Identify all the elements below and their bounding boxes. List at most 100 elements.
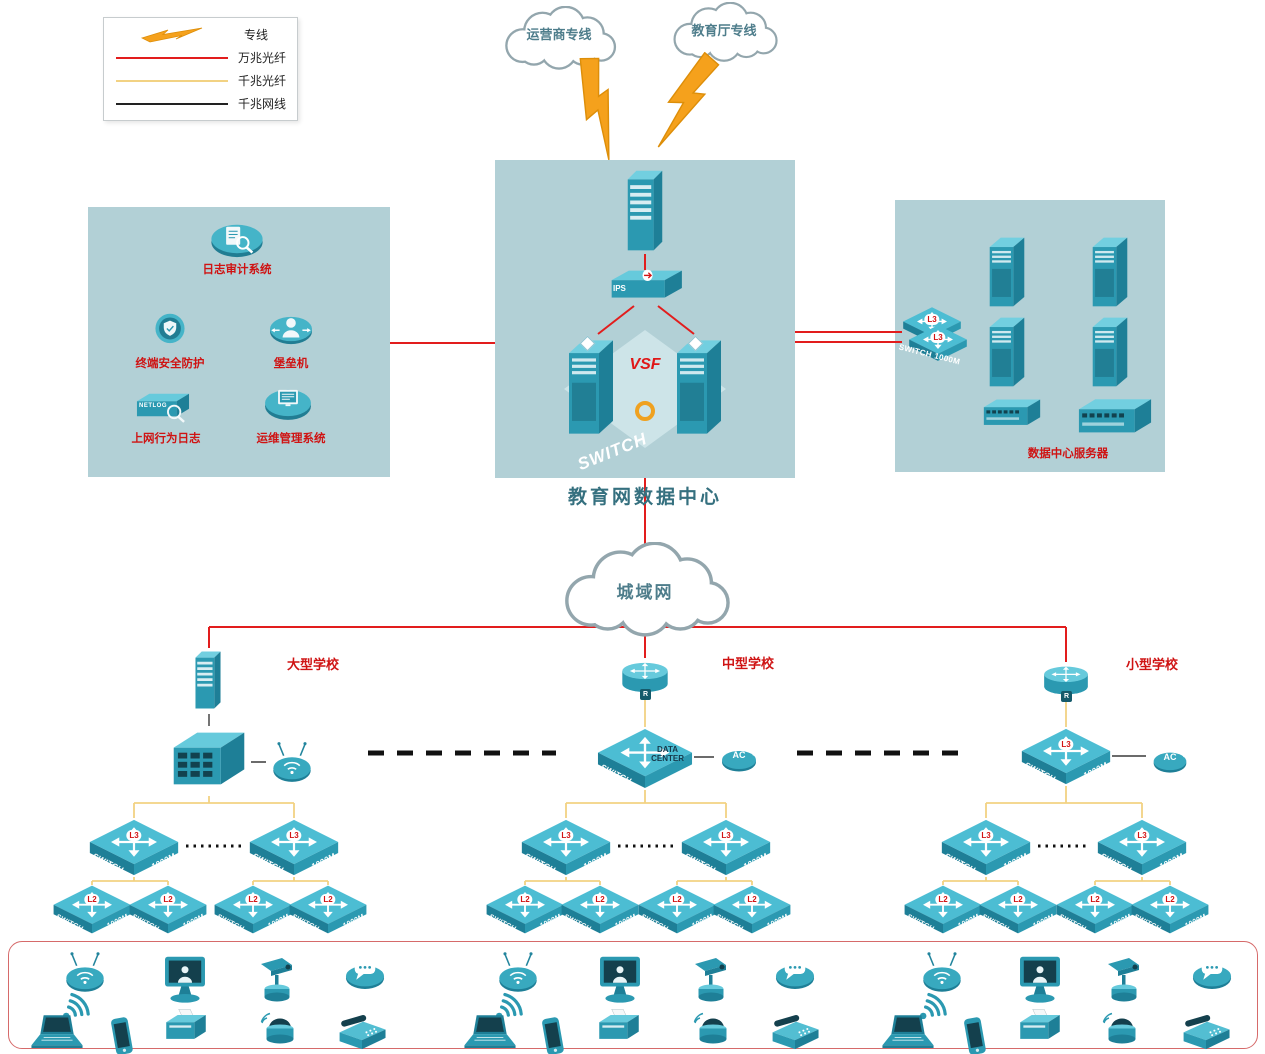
server-tower-icon	[1088, 313, 1132, 391]
lightning-bolt-edu	[652, 46, 722, 158]
core-switch-tower-left	[563, 334, 619, 440]
dome-camera-icon	[255, 1009, 305, 1049]
ac-label: AC	[732, 750, 746, 761]
laptop-icon	[880, 1013, 936, 1053]
server-zone-label: 数据中心服务器	[1027, 448, 1109, 460]
red-line-swatch	[116, 56, 228, 59]
chat-device-icon	[1186, 954, 1238, 991]
medium-school-label: 中型学校	[721, 656, 775, 671]
desk-phone-icon	[767, 1012, 823, 1054]
legend-item-1g-copper: 千兆网线	[104, 92, 297, 115]
l2-badge: L2	[1162, 894, 1178, 906]
smartphone-icon	[960, 1015, 990, 1054]
large-school-firewall-icon	[192, 648, 224, 714]
l2-badge: L2	[744, 894, 760, 906]
l2-badge: L2	[320, 894, 336, 906]
netlog-label: 上网行为日志	[131, 433, 201, 445]
edu-cloud-label: 教育厅专线	[691, 23, 757, 38]
l2-badge: L2	[592, 894, 608, 906]
l3-badge: L3	[286, 829, 302, 841]
server-tower-icon	[985, 233, 1029, 311]
medium-school-router-icon: R	[618, 658, 672, 700]
printer-icon	[160, 1008, 212, 1050]
black-line-swatch	[116, 102, 228, 105]
ac-label: AC	[1163, 751, 1177, 762]
dome-camera-icon	[688, 1009, 738, 1049]
legend-item-10g-fiber: 万兆光纤	[104, 46, 297, 69]
core-switch-tower-right	[671, 334, 727, 440]
bastion-host-label: 堡垒机	[273, 358, 309, 370]
l2-badge: L2	[517, 894, 533, 906]
netlog-icon-text: NETLOG	[139, 403, 167, 409]
ops-mgmt-label: 运维管理系统	[256, 433, 326, 445]
log-audit-icon	[205, 219, 269, 259]
lightning-bolt-isp	[563, 51, 637, 163]
printer-icon	[1014, 1008, 1066, 1050]
l3-badge: L3	[978, 829, 994, 841]
l3-badge: L3	[718, 829, 734, 841]
laptop-icon	[29, 1013, 85, 1053]
smartphone-icon	[107, 1015, 137, 1054]
vsf-label: VSF	[629, 356, 661, 373]
log-audit-label: 日志审计系统	[202, 264, 272, 276]
small-school-core-switch: L3 SWITCH 1000M	[1020, 727, 1112, 786]
ellipsis-dashes	[186, 750, 1090, 848]
ac-controller-icon: AC	[714, 740, 764, 775]
server-tower-icon	[985, 313, 1029, 391]
smartphone-icon	[538, 1015, 568, 1054]
legend-label: 万兆光纤	[238, 51, 287, 65]
large-school-label: 大型学校	[286, 657, 340, 672]
dc-access-switch-2: L3	[908, 324, 968, 362]
endpoint-security-label: 终端安全防护	[135, 358, 205, 370]
l3-badge: L3	[924, 313, 940, 325]
large-school-core-server-icon	[167, 726, 251, 796]
l3-badge: L3	[930, 331, 946, 343]
printer-icon	[593, 1008, 645, 1050]
l3-badge: L3	[558, 829, 574, 841]
legend: 专线 万兆光纤 千兆光纤 千兆网线	[103, 17, 298, 121]
small-school-label: 小型学校	[1125, 657, 1179, 672]
endpoint-security-icon	[144, 308, 196, 350]
man-cloud-label: 城域网	[616, 583, 674, 602]
dome-camera-icon	[1097, 1009, 1147, 1049]
legend-item-1g-fiber: 千兆光纤	[104, 69, 297, 92]
chat-device-icon	[339, 954, 391, 991]
legend-label: 专线	[244, 28, 269, 42]
l2-badge: L2	[84, 894, 100, 906]
desktop-monitor-icon	[1013, 955, 1067, 1005]
router-badge: R	[1061, 691, 1072, 702]
desk-phone-icon	[334, 1012, 390, 1054]
1g-copper-links	[208, 714, 1146, 763]
wireless-ap-icon	[266, 740, 318, 784]
isp-cloud-label: 运营商专线	[526, 27, 592, 42]
netlog-icon: NETLOG	[132, 390, 194, 425]
desktop-monitor-icon	[593, 955, 647, 1005]
l3-badge: L3	[1058, 738, 1074, 750]
small-school-router-icon: R	[1040, 662, 1092, 702]
1g-fiber-links	[91, 698, 1171, 885]
l2-badge: L2	[160, 894, 176, 906]
l2-badge: L2	[669, 894, 685, 906]
ptz-camera-icon	[687, 955, 737, 1005]
ptz-camera-icon	[1100, 955, 1150, 1005]
laptop-icon	[462, 1013, 518, 1053]
lightning-bolt-icon	[116, 27, 234, 43]
l2-badge: L2	[1087, 894, 1103, 906]
